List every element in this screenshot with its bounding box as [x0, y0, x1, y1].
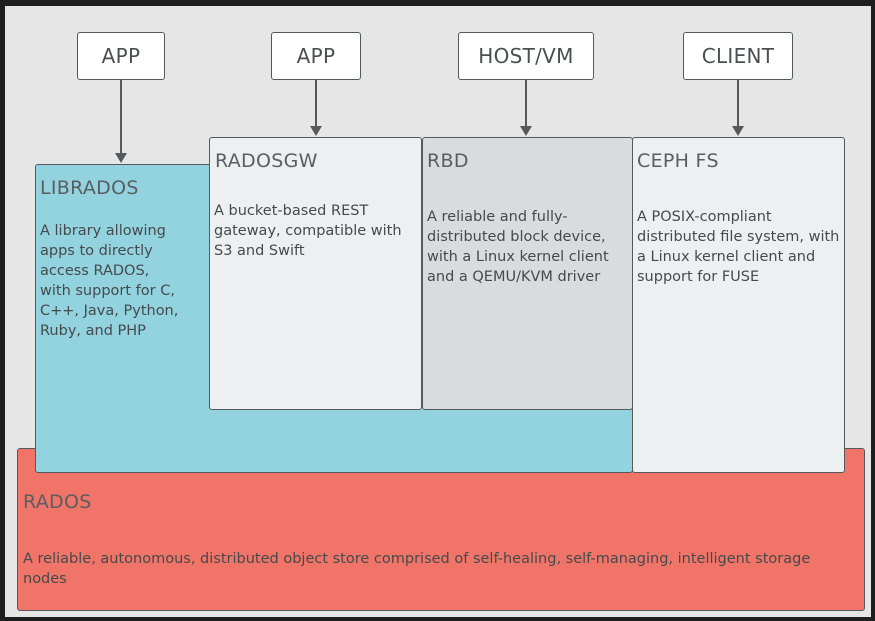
- arrow-head-hostvm: [520, 126, 532, 136]
- radosgw-desc: A bucket-based REST gateway, compatible …: [214, 203, 402, 259]
- cephfs-title: CEPH FS: [637, 150, 719, 172]
- cephfs-box: CEPH FS A POSIX-compliant distributed fi…: [632, 137, 845, 473]
- rbd-desc: A reliable and fully-distributed block d…: [427, 209, 609, 285]
- librados-desc: A library allowing apps to directly acce…: [40, 223, 179, 339]
- app-node-2: APP: [271, 32, 361, 80]
- arrow-app1-librados: [120, 80, 122, 154]
- rbd-box: RBD A reliable and fully-distributed blo…: [422, 137, 633, 410]
- app-node-1: APP: [77, 32, 165, 80]
- host-vm-node: HOST/VM: [458, 32, 594, 80]
- rados-box: RADOS A reliable, autonomous, distribute…: [17, 448, 865, 611]
- rados-desc: A reliable, autonomous, distributed obje…: [23, 551, 811, 587]
- cephfs-desc: A POSIX-compliant distributed file syste…: [637, 209, 840, 285]
- arrow-client-cephfs: [737, 80, 739, 127]
- radosgw-box: RADOSGW A bucket-based REST gateway, com…: [209, 137, 422, 410]
- rados-title: RADOS: [23, 491, 92, 513]
- arrow-head-app2: [310, 126, 322, 136]
- arrow-head-app1: [115, 153, 127, 163]
- arrow-head-client: [732, 126, 744, 136]
- rbd-title: RBD: [427, 150, 469, 172]
- arrow-hostvm-rbd: [525, 80, 527, 127]
- librados-title: LIBRADOS: [40, 177, 139, 199]
- arrow-app2-radosgw: [315, 80, 317, 127]
- radosgw-title: RADOSGW: [215, 150, 318, 172]
- diagram-canvas: RADOS A reliable, autonomous, distribute…: [5, 6, 871, 617]
- client-node: CLIENT: [683, 32, 793, 80]
